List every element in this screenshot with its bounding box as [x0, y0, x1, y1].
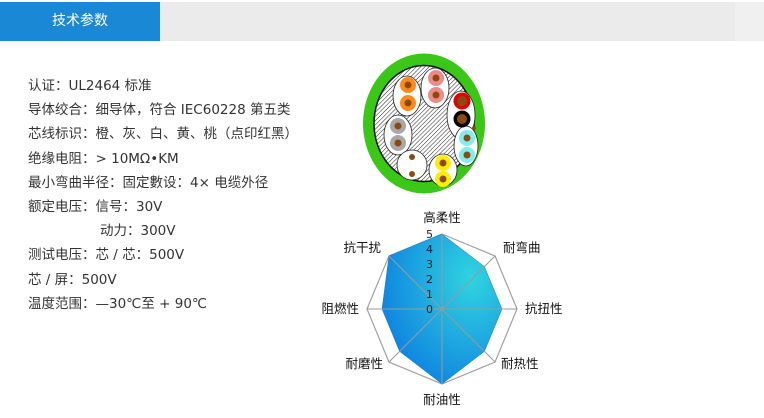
spec-rated-voltage-power: 动力：300V [100, 223, 176, 240]
spec-list: 认证：UL2464 标准 导体绞合：细导体，符合 IEC60228 第五类 芯线… [28, 74, 298, 316]
radar-axis-label: 耐油性 [423, 392, 461, 407]
radar-spokes [367, 234, 517, 384]
radar-scale-ticks: 0 1 2 3 4 5 [426, 228, 433, 316]
core-white [409, 154, 415, 177]
spec-temperature-range: 温度范围：—30℃至 + 90℃ [28, 295, 208, 312]
spec-test-voltage-core: 测试电压：芯 / 芯：500V [28, 247, 185, 264]
tab-bar-end [735, 2, 764, 41]
radar-axis-label: 抗扭性 [525, 301, 563, 316]
spec-conductor: 导体绞合：细导体，符合 IEC60228 第五类 [28, 102, 291, 119]
spec-rated-voltage-signal: 额定电压：信号：30V [28, 198, 163, 215]
radar-axis-label: 阻燃性 [321, 301, 359, 316]
spec-bend-radius: 最小弯曲半径：固定數设：4× 电缆外径 [28, 174, 269, 191]
core-orange [400, 77, 416, 111]
cable-cross-section-image [363, 53, 485, 194]
radar-axis-label: 高柔性 [423, 210, 461, 225]
radar-axis-label: 耐磨性 [345, 356, 383, 371]
radar-tick-1: 1 [426, 288, 433, 301]
radar-axis-label: 抗干扰 [343, 240, 381, 255]
spec-insulation-resistance: 绝缘电阻：> 10MΩ•KM [28, 150, 179, 167]
core-yellow [435, 155, 451, 187]
radar-tick-4: 4 [426, 243, 433, 256]
radar-axis-label: 耐热性 [501, 356, 539, 371]
radar-tick-3: 3 [426, 258, 433, 271]
core-pink [428, 70, 444, 103]
radar-tick-2: 2 [426, 273, 433, 286]
radar-tick-5: 5 [426, 228, 433, 241]
spec-certification: 认证：UL2464 标准 [28, 78, 152, 94]
radar-tick-0: 0 [426, 303, 433, 316]
tab-bar: 技术参数 [0, 2, 764, 41]
core-cyan [459, 130, 475, 163]
core-gray [390, 118, 406, 151]
spec-core-identification: 芯线标识：橙、灰、白、黄、桃（点印红黑） [28, 126, 298, 143]
core-red-black [453, 92, 471, 128]
radar-axis-label: 耐弯曲 [503, 240, 541, 255]
spec-test-voltage-shield: 芯 / 屏：500V [28, 271, 117, 288]
tab-technical-params[interactable]: 技术参数 [0, 2, 160, 41]
